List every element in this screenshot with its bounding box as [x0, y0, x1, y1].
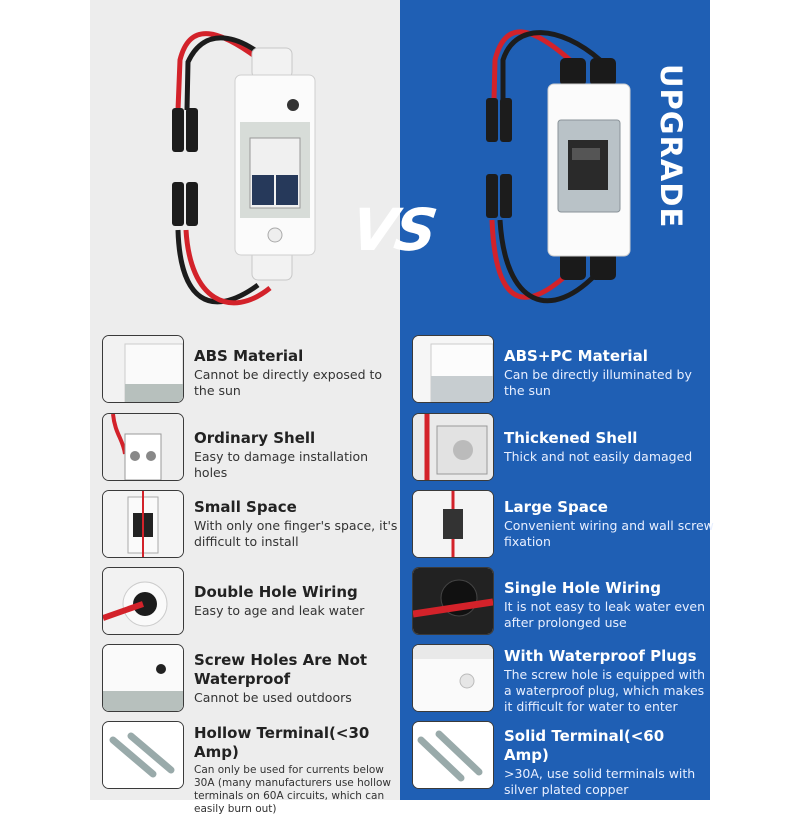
- double-hole-photo-icon: [102, 567, 184, 635]
- feature-desc: Can only be used for currents below 30A …: [194, 764, 392, 815]
- ordinary-shell-photo-icon: [102, 413, 184, 481]
- feature-title: Large Space: [504, 498, 608, 516]
- old-breaker-box-photo: [90, 0, 400, 330]
- vs-label: VS: [347, 196, 440, 264]
- feature-title: With Waterproof Plugs: [504, 647, 697, 665]
- small-space-photo-icon: [102, 490, 184, 558]
- abs-shell-photo-icon: [102, 335, 184, 403]
- thickened-shell-photo-icon: [412, 413, 494, 481]
- feature-title: Hollow Terminal(<30 Amp): [194, 724, 370, 761]
- feature-desc: Can be directly illuminated by the sun: [504, 367, 692, 398]
- large-space-photo-icon: [412, 490, 494, 558]
- feature-desc: >30A, use solid terminals with silver pl…: [504, 766, 696, 797]
- single-hole-photo-icon: [412, 567, 494, 635]
- feature-title: Screw Holes Are Not Waterproof: [194, 651, 368, 688]
- feature-title: Single Hole Wiring: [504, 579, 661, 597]
- feature-desc: With only one finger's space, it's diffi…: [194, 518, 398, 549]
- upgraded-breaker-box-photo: [400, 0, 710, 330]
- feature-desc: Thick and not easily damaged: [504, 449, 693, 464]
- feature-desc: Cannot be directly exposed to the sun: [194, 367, 383, 398]
- feature-title: ABS+PC Material: [504, 347, 648, 365]
- screw-hole-photo-icon: [102, 644, 184, 712]
- feature-title: Ordinary Shell: [194, 429, 316, 447]
- abs-pc-shell-photo-icon: [412, 335, 494, 403]
- feature-title: Small Space: [194, 498, 297, 516]
- feature-title: Thickened Shell: [504, 429, 638, 447]
- feature-desc: Cannot be used outdoors: [194, 690, 352, 705]
- feature-title: Double Hole Wiring: [194, 583, 358, 601]
- waterproof-plug-photo-icon: [412, 644, 494, 712]
- feature-desc: It is not easy to leak water even after …: [504, 599, 706, 630]
- hollow-terminal-photo-icon: [102, 721, 184, 789]
- feature-title: Solid Terminal(<60 Amp): [504, 727, 665, 764]
- feature-title: ABS Material: [194, 347, 304, 365]
- solid-terminal-photo-icon: [412, 721, 494, 789]
- upgrade-label: UPGRADE: [654, 64, 688, 229]
- feature-desc: Convenient wiring and wall screw fixatio…: [504, 518, 714, 549]
- feature-desc: Easy to damage installation holes: [194, 449, 369, 480]
- feature-desc: Easy to age and leak water: [194, 603, 365, 618]
- feature-desc: The screw hole is equipped with a waterp…: [504, 667, 706, 714]
